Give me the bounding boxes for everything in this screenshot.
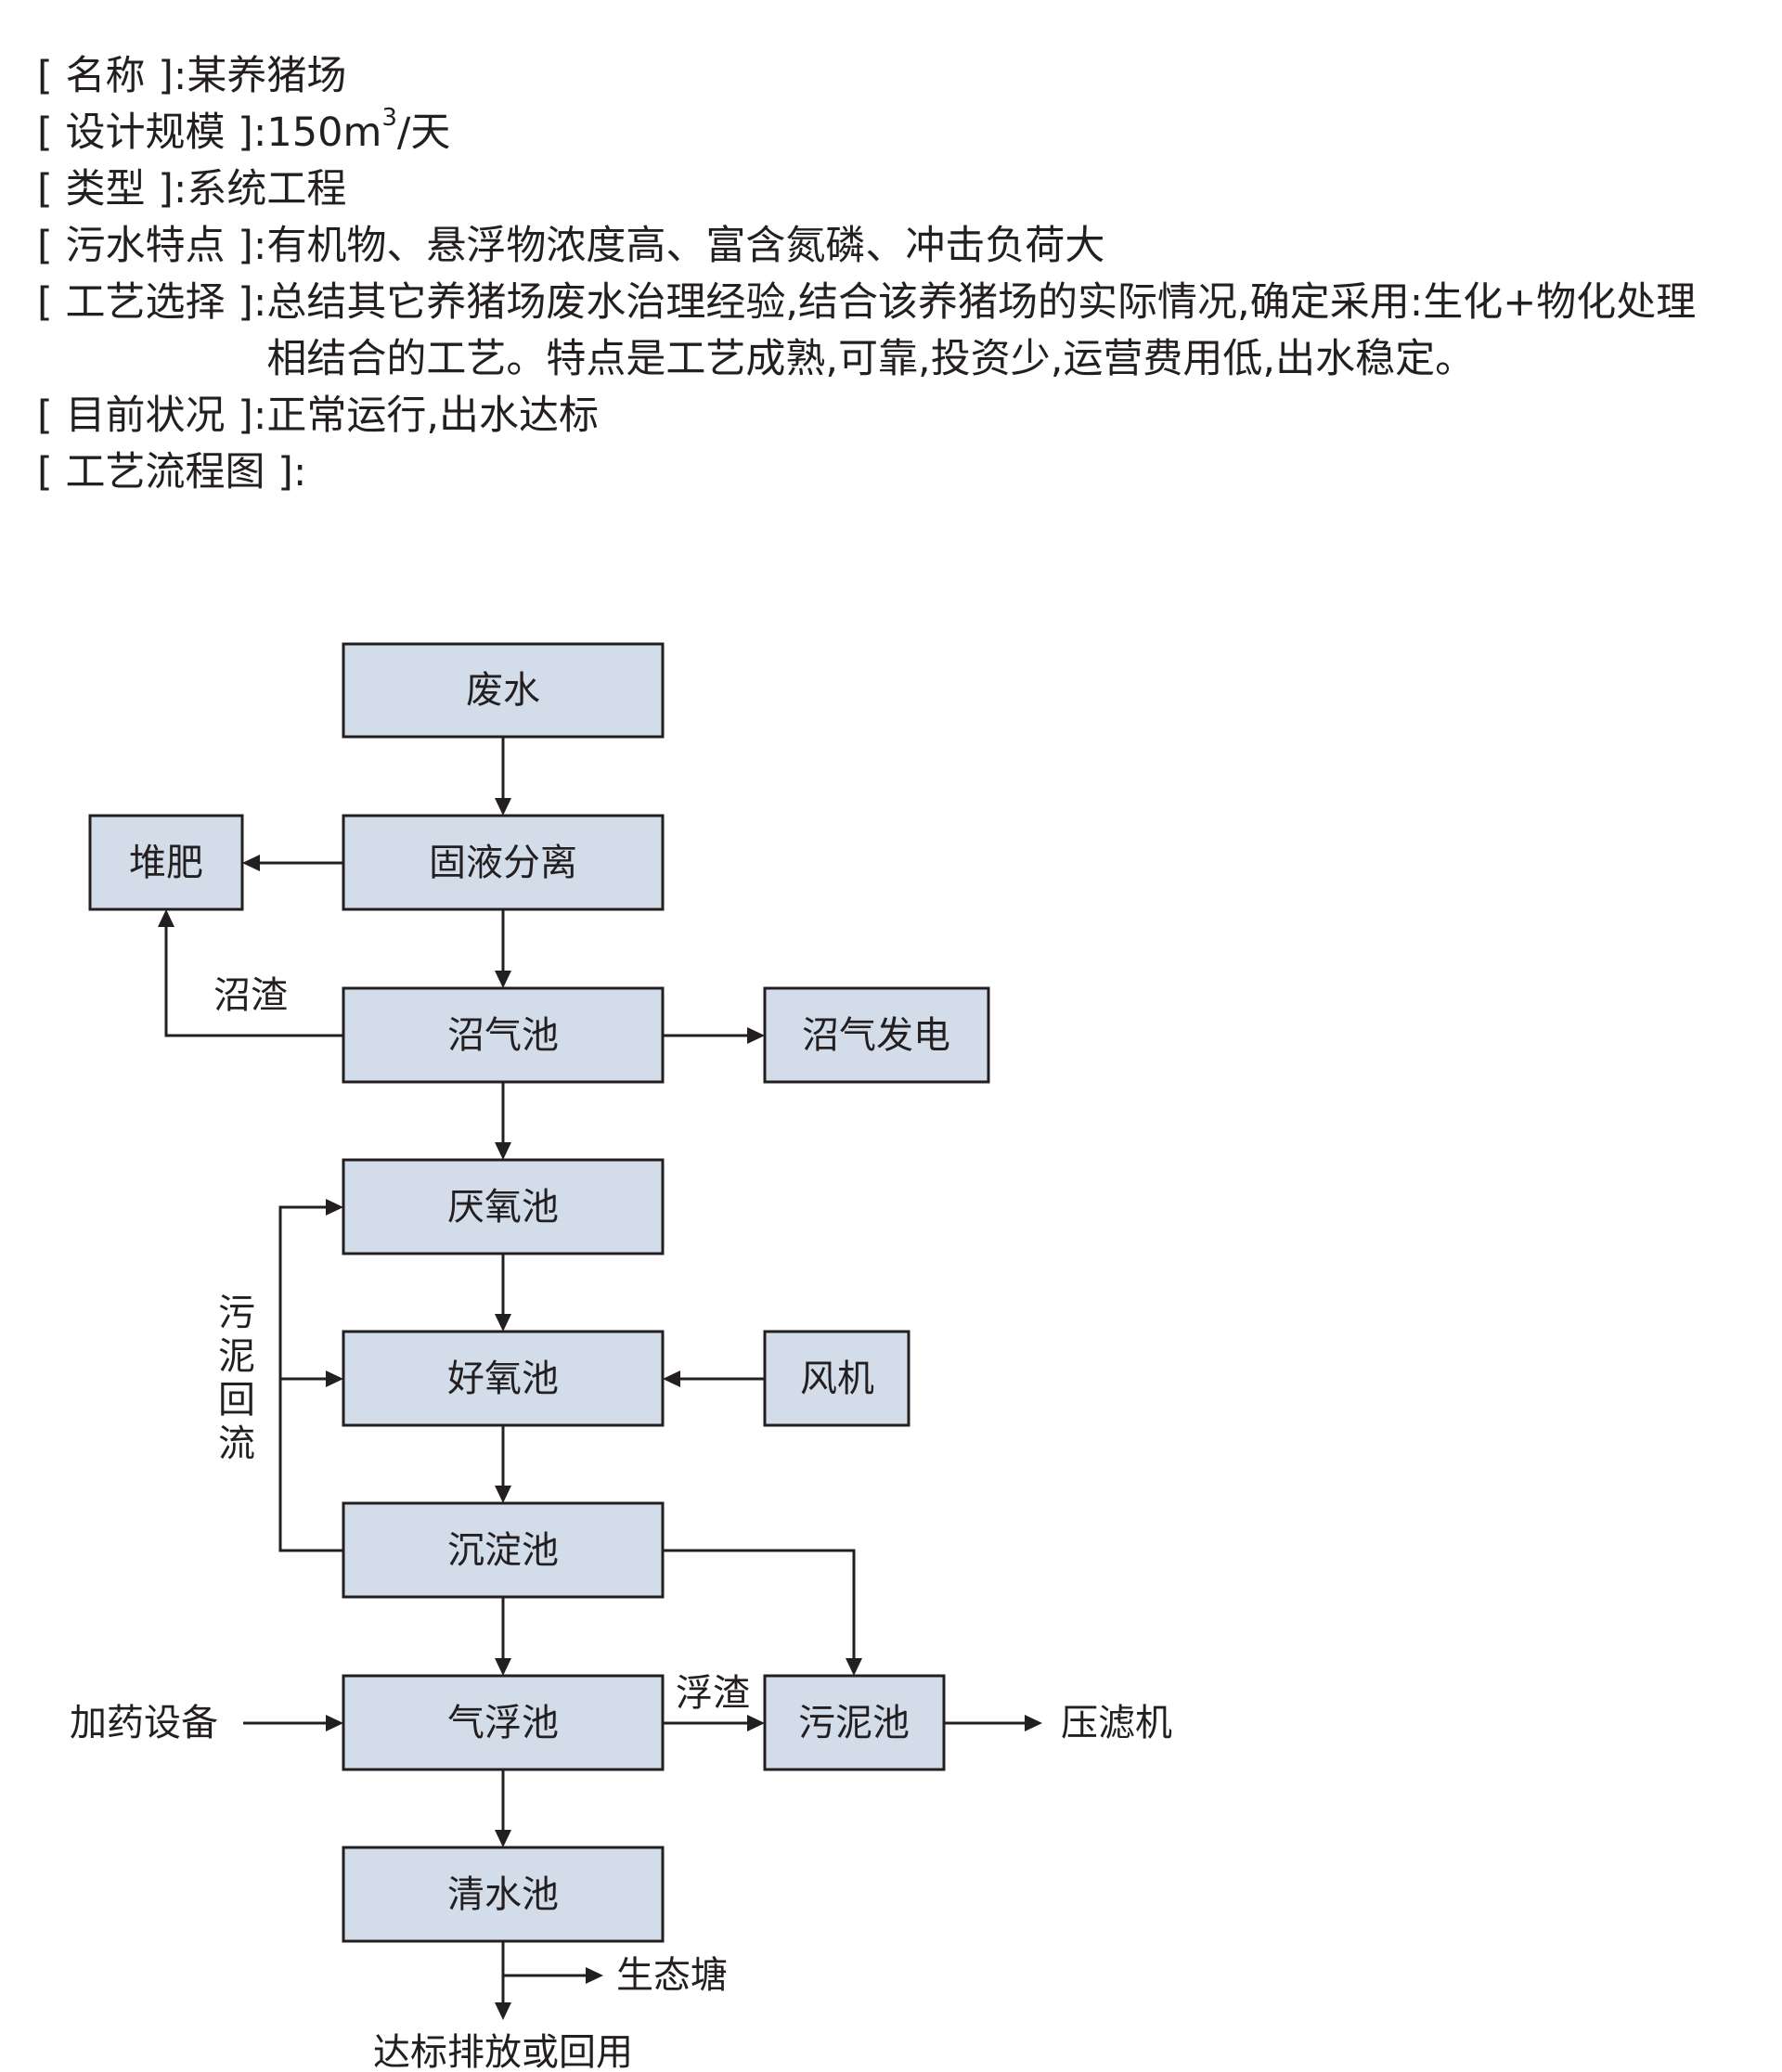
sludge-return-char-1: 污 <box>218 1292 255 1334</box>
box-wastewater: 废水 <box>342 642 665 739</box>
arrow-right-icon <box>586 1967 603 1984</box>
box-separation-label: 固液分离 <box>429 842 577 884</box>
sludge-return-label: 污 泥 回 流 <box>218 1292 255 1465</box>
box-compost-label: 堆肥 <box>129 842 203 884</box>
arrow-right-icon <box>747 1715 765 1731</box>
box-clear-tank: 清水池 <box>342 1846 665 1943</box>
scale-number: 150m <box>266 109 382 156</box>
arrow-down-icon <box>846 1658 862 1676</box>
box-wastewater-label: 废水 <box>466 669 540 712</box>
arrow-right-icon <box>1025 1715 1042 1731</box>
arrow-left-icon <box>663 1371 680 1387</box>
process-value-line-1: 总结其它养猪场废水治理经验,结合该养猪场的实际情况,确定采用:生化+物化处理 <box>266 279 1697 326</box>
box-separation: 固液分离 <box>342 814 665 911</box>
box-clear-tank-label: 清水池 <box>447 1873 559 1916</box>
scale-row: [ 设计规模 ]: 150m3/天 <box>37 105 1763 161</box>
arrow-right-icon <box>326 1371 343 1387</box>
process-flow-diagram: 废水 固液分离 堆肥 沼气池 沼气发电 厌氧池 好氧池 风机 沉淀池 气浮池 污… <box>70 642 1172 2072</box>
residue-label: 沼渣 <box>213 974 288 1017</box>
arrow-down-icon <box>495 1830 511 1847</box>
sludge-return-char-3: 回 <box>218 1379 255 1422</box>
flow-row: [ 工艺流程图 ]: <box>37 444 1763 501</box>
arrow-down-icon <box>495 1658 511 1676</box>
box-biogas-power: 沼气发电 <box>763 986 990 1084</box>
sludge-return-char-2: 泥 <box>218 1335 255 1378</box>
dosing-label: 加药设备 <box>70 1702 218 1744</box>
status-value: 正常运行,出水达标 <box>266 393 600 439</box>
scale-value: 150m3/天 <box>266 105 1763 161</box>
conn-sedimentation-sludge <box>663 1549 856 1660</box>
arrow-left-icon <box>242 855 260 871</box>
arrow-right-icon <box>747 1027 765 1044</box>
project-info: [ 名称 ]: 某养猪场 [ 设计规模 ]: 150m3/天 [ 类型 ]: 系… <box>37 48 1763 501</box>
sludge-return-char-4: 流 <box>218 1422 255 1465</box>
box-anaerobic-label: 厌氧池 <box>447 1186 559 1229</box>
box-sedimentation: 沉淀池 <box>342 1501 665 1599</box>
conn-biogas-compost <box>164 925 343 1037</box>
box-sedimentation-label: 沉淀池 <box>447 1529 559 1572</box>
box-biogas-power-label: 沼气发电 <box>802 1014 950 1057</box>
arrow-down-icon <box>495 1486 511 1503</box>
scale-superscript: 3 <box>381 104 397 132</box>
box-biogas-tank-label: 沼气池 <box>447 1014 559 1057</box>
box-flotation: 气浮池 <box>342 1674 665 1771</box>
status-row: [ 目前状况 ]: 正常运行,出水达标 <box>37 388 1763 444</box>
scum-label: 浮渣 <box>676 1672 750 1715</box>
box-biogas-tank: 沼气池 <box>342 986 665 1084</box>
discharge-label: 达标排放或回用 <box>373 2031 633 2072</box>
arrow-down-icon <box>495 798 511 816</box>
box-blower: 风机 <box>763 1330 910 1427</box>
arrow-down-icon <box>495 971 511 988</box>
process-row: [ 工艺选择 ]: 总结其它养猪场废水治理经验,结合该养猪场的实际情况,确定采用… <box>37 275 1763 388</box>
arrow-up-icon <box>158 909 174 927</box>
type-label: [ 类型 ]: <box>37 166 187 212</box>
name-row: [ 名称 ]: 某养猪场 <box>37 48 1763 105</box>
scale-unit: /天 <box>396 109 451 156</box>
box-flotation-label: 气浮池 <box>447 1702 559 1744</box>
arrow-down-icon <box>495 1314 511 1332</box>
filter-press-label: 压滤机 <box>1061 1702 1172 1744</box>
features-value: 有机物、悬浮物浓度高、富含氮磷、冲击负荷大 <box>266 223 1105 269</box>
process-value: 总结其它养猪场废水治理经验,结合该养猪场的实际情况,确定采用:生化+物化处理 相… <box>266 275 1763 388</box>
features-row: [ 污水特点 ]: 有机物、悬浮物浓度高、富含氮磷、冲击负荷大 <box>37 218 1763 275</box>
eco-pond-label: 生态塘 <box>616 1954 728 1997</box>
arrow-down-icon <box>495 2002 511 2020</box>
process-value-line-2: 相结合的工艺。特点是工艺成熟,可靠,投资少,运营费用低,出水稳定。 <box>266 336 1476 382</box>
box-aerobic-label: 好氧池 <box>447 1358 559 1400</box>
status-label: [ 目前状况 ]: <box>37 393 267 439</box>
box-sludge-tank: 污泥池 <box>763 1674 946 1771</box>
box-compost: 堆肥 <box>88 814 244 911</box>
type-row: [ 类型 ]: 系统工程 <box>37 161 1763 218</box>
type-value: 系统工程 <box>187 166 347 212</box>
arrow-right-icon <box>326 1199 343 1216</box>
arrow-down-icon <box>495 1142 511 1160</box>
box-aerobic: 好氧池 <box>342 1330 665 1427</box>
arrow-right-icon <box>326 1715 343 1731</box>
name-label: [ 名称 ]: <box>37 53 187 99</box>
connectors <box>158 737 1042 2020</box>
flow-label: [ 工艺流程图 ]: <box>37 449 307 495</box>
box-anaerobic: 厌氧池 <box>342 1158 665 1255</box>
box-blower-label: 风机 <box>800 1358 874 1400</box>
box-sludge-tank-label: 污泥池 <box>798 1702 910 1744</box>
features-label: [ 污水特点 ]: <box>37 223 267 269</box>
scale-label: [ 设计规模 ]: <box>37 109 267 156</box>
process-label: [ 工艺选择 ]: <box>37 279 267 326</box>
name-value: 某养猪场 <box>187 53 347 99</box>
